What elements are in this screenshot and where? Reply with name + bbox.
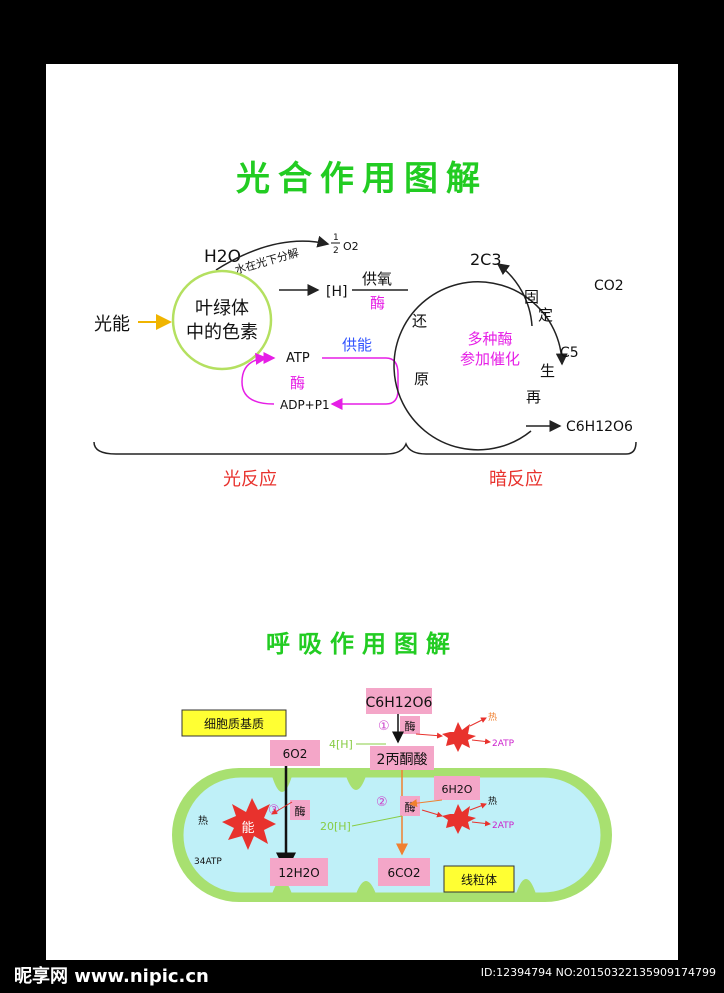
energy-burst-1: [442, 722, 476, 752]
pigment-line2: 中的色素: [186, 322, 258, 343]
h2o6-label: 6H2O: [442, 783, 473, 796]
o6-label: 6O2: [283, 747, 308, 761]
dark-reaction-label: 暗反应: [489, 469, 543, 490]
pigment-circle: [171, 269, 273, 371]
pyruvate-label: 2丙酮酸: [377, 752, 428, 768]
respiration-title: 呼吸作用图解: [266, 629, 458, 658]
page-title: 光合作用图解: [236, 159, 488, 199]
supply-energy-label: 供能: [342, 336, 372, 354]
energy-burst-2: [442, 804, 476, 834]
pigment-line1: 叶绿体: [195, 298, 249, 319]
c3-label: 2C3: [470, 250, 502, 269]
enzyme-step1: 酶: [405, 720, 416, 733]
respiration-panel: 呼吸作用图解 细胞质基质 C6H12O6 ① 酶 热 2ATP 4[H] 2丙酮…: [46, 542, 678, 960]
multi-enzyme-line2: 参加催化: [460, 350, 520, 368]
energy-label: 能: [241, 821, 254, 836]
fix-char2: 定: [538, 306, 553, 324]
atp2-label-1: 2ATP: [492, 739, 515, 749]
mitochondria-label: 线粒体: [461, 872, 497, 887]
energy-burst-3: [222, 798, 276, 850]
h2o-label: H2O: [204, 247, 241, 267]
heat-label-1: 热: [488, 711, 497, 723]
light-energy-label: 光能: [94, 314, 130, 335]
heat-label-2: 热: [488, 795, 497, 807]
enzyme-label-cycle: 酶: [290, 374, 305, 392]
enzyme-label-top: 酶: [370, 294, 385, 312]
h-label: [H]: [326, 284, 347, 300]
adp-to-atp-arrow: [241, 352, 275, 405]
glucose-box-label: C6H12O6: [366, 695, 433, 711]
regen-char2: 再: [526, 388, 541, 406]
c5-label: C5: [560, 345, 579, 361]
calvin-cycle: [393, 281, 568, 451]
enzyme-step3: 酶: [295, 805, 306, 818]
supply-hydrogen-label: 供氧: [362, 270, 392, 288]
water12-label: 12H2O: [278, 866, 319, 880]
photosynthesis-panel: 光合作用图解 H2O 水在光下分解 1 2 O2 叶绿体 中的色素 光能 [H]…: [46, 64, 678, 542]
atp34-label: 34ATP: [194, 857, 222, 867]
glucose-label: C6H12O6: [566, 419, 633, 435]
atp2-label-2: 2ATP: [492, 821, 515, 831]
watermark-site: 昵享网 www.nipic.cn: [14, 966, 209, 987]
atp-to-adp-arrow: [322, 357, 399, 410]
fix-char1: 固: [524, 288, 539, 306]
h20-label: 20[H]: [320, 820, 351, 833]
h4-label: 4[H]: [329, 738, 353, 751]
watermark-id: ID:12394794 NO:20150322135909174799: [480, 966, 716, 979]
multi-enzyme-line1: 多种酶: [467, 330, 512, 348]
step2-label: ②: [376, 795, 388, 810]
half-num: 1: [333, 233, 339, 243]
respiration-diagram: 呼吸作用图解 细胞质基质 C6H12O6 ① 酶 热 2ATP 4[H] 2丙酮…: [172, 629, 612, 902]
split-arrow: [215, 235, 330, 271]
bottom-brace: [93, 441, 637, 455]
co2-6-label: 6CO2: [387, 866, 420, 880]
cytoplasm-label: 细胞质基质: [204, 717, 264, 731]
heat-label-3: 热: [198, 814, 208, 827]
reduce-char2: 原: [414, 370, 429, 388]
regen-char1: 生: [540, 362, 555, 380]
enzyme-step2: 酶: [405, 801, 416, 814]
fix-arrow: [496, 263, 533, 327]
adp-label: ADP+P1: [280, 398, 330, 412]
step1-label: ①: [378, 719, 390, 734]
o2-label: O2: [343, 240, 359, 253]
photosynthesis-diagram: 光合作用图解 H2O 水在光下分解 1 2 O2 叶绿体 中的色素 光能 [H]…: [93, 159, 637, 490]
split-label: 水在光下分解: [233, 245, 300, 277]
atp-label: ATP: [286, 351, 310, 366]
reduce-char1: 还: [412, 312, 427, 330]
half-den: 2: [333, 246, 339, 256]
co2-label: CO2: [594, 278, 624, 294]
light-reaction-label: 光反应: [223, 469, 277, 490]
